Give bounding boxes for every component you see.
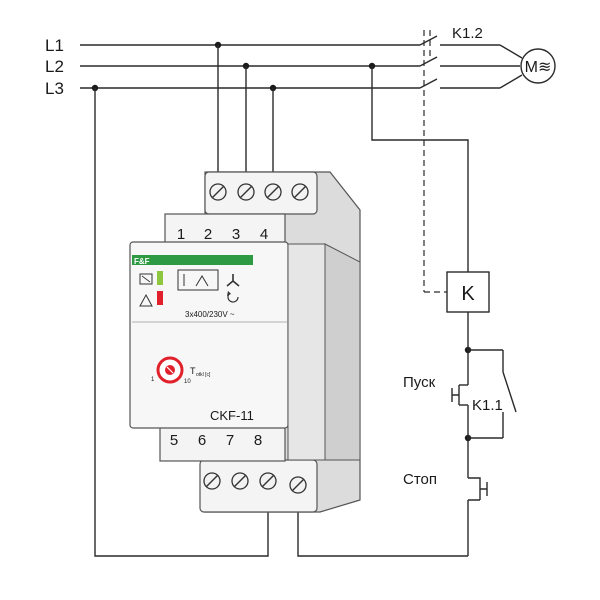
terminal-number: 1 bbox=[177, 226, 185, 243]
brand-header-bar bbox=[132, 255, 253, 265]
bottom-terminal-numbers: 5 6 7 8 bbox=[170, 432, 262, 449]
terminal-number: 5 bbox=[170, 432, 178, 449]
top-terminal-screws bbox=[209, 183, 309, 201]
top-terminal-numbers: 1 2 3 4 bbox=[177, 226, 268, 243]
line-l2-label: L2 bbox=[45, 57, 64, 76]
aux-contact-label: K1.1 bbox=[472, 397, 503, 414]
terminal-number: 3 bbox=[232, 226, 240, 243]
coil-label: K bbox=[461, 283, 475, 305]
motor-symbol bbox=[520, 48, 556, 84]
terminal-number: 2 bbox=[204, 226, 212, 243]
voltage-rating: 3x400/230V ~ bbox=[185, 310, 235, 319]
three-phase-icon bbox=[226, 274, 240, 287]
stop-button-label: Стоп bbox=[403, 471, 437, 488]
knob-max-label: 10 bbox=[184, 379, 191, 385]
terminal-number: 7 bbox=[226, 432, 234, 449]
phase-indicator-icon bbox=[177, 269, 219, 291]
warning-icon bbox=[139, 293, 153, 307]
motor-label: M≋ bbox=[525, 59, 552, 76]
knob-label: T bbox=[190, 366, 196, 376]
stop-button-symbol bbox=[468, 477, 488, 501]
knob-min-label: 1 bbox=[151, 377, 155, 383]
control-circuit: K Пуск K1.1 Стоп bbox=[94, 66, 517, 557]
red-led-icon bbox=[157, 291, 163, 305]
terminal-number: 8 bbox=[254, 432, 262, 449]
start-button-label: Пуск bbox=[403, 374, 436, 391]
main-contact-label: K1.2 bbox=[452, 25, 483, 42]
brand-logo: F&F bbox=[134, 257, 150, 266]
main-contactor-k12: K1.2 bbox=[419, 25, 520, 292]
line-l1-label: L1 bbox=[45, 36, 64, 55]
green-led-icon bbox=[157, 271, 163, 285]
model-label: CKF-11 bbox=[210, 408, 254, 423]
phase-symbols bbox=[177, 269, 240, 303]
relay-device: F&F 1 2 3 4 5 6 7 8 bbox=[129, 171, 361, 513]
terminal-number: 6 bbox=[198, 432, 206, 449]
delay-knob[interactable] bbox=[156, 356, 184, 384]
coil-k bbox=[446, 271, 490, 313]
start-button-symbol bbox=[451, 385, 460, 405]
motor: M≋ bbox=[499, 44, 556, 89]
knob-label-subscript: otkl [c] bbox=[196, 372, 211, 378]
terminal-number: 4 bbox=[260, 226, 268, 243]
phase-lines: L1 L2 L3 bbox=[45, 36, 420, 98]
relay-status-icon bbox=[139, 273, 153, 285]
line-l3-label: L3 bbox=[45, 79, 64, 98]
bottom-terminal-screws bbox=[203, 472, 307, 494]
status-indicators bbox=[139, 271, 163, 307]
